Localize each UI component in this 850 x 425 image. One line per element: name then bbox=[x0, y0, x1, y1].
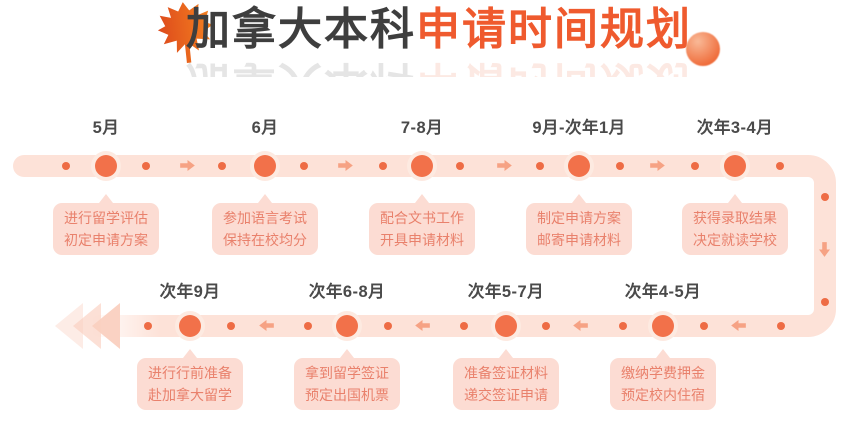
task-line: 配合文书工作 bbox=[380, 210, 464, 226]
task-bubble: 进行行前准备 赴加拿大留学 bbox=[137, 358, 243, 410]
flow-arrow-left-icon bbox=[415, 320, 430, 331]
period-label: 次年5-7月 bbox=[467, 283, 545, 301]
timeline-dot bbox=[379, 162, 387, 170]
task-bubble: 进行留学评估 初定申请方案 bbox=[53, 203, 159, 255]
timeline-dot bbox=[456, 162, 464, 170]
task-line: 初定申请方案 bbox=[64, 232, 148, 248]
flow-arrow-left-icon bbox=[573, 320, 588, 331]
timeline-dot bbox=[144, 322, 152, 330]
timeline-node bbox=[652, 315, 674, 337]
timeline-dot bbox=[460, 322, 468, 330]
task-line: 邮寄申请材料 bbox=[537, 232, 621, 248]
task-line: 参加语言考试 bbox=[223, 210, 307, 226]
bubble-pointer bbox=[340, 349, 354, 358]
task-line: 保持在校均分 bbox=[223, 232, 307, 248]
title-orange-part: 申请时间规划 bbox=[416, 5, 692, 54]
timeline-dot bbox=[142, 162, 150, 170]
flow-arrow-right-icon bbox=[650, 160, 665, 171]
period-label: 7-8月 bbox=[400, 119, 444, 137]
period-label: 次年9月 bbox=[159, 283, 221, 301]
bubble-pointer bbox=[258, 194, 272, 203]
task-bubble: 缴纳学费押金 预定校内住宿 bbox=[610, 358, 716, 410]
page-title: 加拿大本科申请时间规划 bbox=[186, 5, 692, 54]
timeline-dot bbox=[536, 162, 544, 170]
task-line: 制定申请方案 bbox=[537, 210, 621, 226]
task-line: 获得录取结果 bbox=[693, 210, 777, 226]
bubble-pointer bbox=[656, 349, 670, 358]
timeline-dot bbox=[821, 298, 829, 306]
timeline-dot bbox=[619, 322, 627, 330]
bubble-pointer bbox=[99, 194, 113, 203]
chevron-left-icon bbox=[92, 303, 120, 349]
task-bubble: 拿到留学签证 预定出国机票 bbox=[294, 358, 400, 410]
task-bubble: 准备签证材料 递交签证申请 bbox=[453, 358, 559, 410]
task-line: 赴加拿大留学 bbox=[148, 387, 232, 403]
timeline-node bbox=[254, 155, 276, 177]
maple-leaf-icon bbox=[157, 2, 213, 63]
flow-arrow-right-icon bbox=[338, 160, 353, 171]
timeline-node bbox=[724, 155, 746, 177]
bubble-pointer bbox=[415, 194, 429, 203]
task-line: 开具申请材料 bbox=[380, 232, 464, 248]
timeline-node bbox=[495, 315, 517, 337]
timeline-dot bbox=[227, 322, 235, 330]
timeline-node bbox=[336, 315, 358, 337]
period-label: 次年4-5月 bbox=[624, 283, 702, 301]
flow-arrow-right-icon bbox=[497, 160, 512, 171]
timeline-dot bbox=[777, 322, 785, 330]
timeline-dot bbox=[776, 162, 784, 170]
task-line: 预定校内住宿 bbox=[621, 387, 705, 403]
flow-arrow-down-icon bbox=[819, 242, 830, 257]
bubble-pointer bbox=[572, 194, 586, 203]
timeline-dot bbox=[821, 193, 829, 201]
task-bubble: 配合文书工作 开具申请材料 bbox=[369, 203, 475, 255]
timeline-dot bbox=[691, 162, 699, 170]
timeline-dot bbox=[616, 162, 624, 170]
bubble-pointer bbox=[728, 194, 742, 203]
task-line: 缴纳学费押金 bbox=[621, 365, 705, 381]
timeline-dot bbox=[384, 322, 392, 330]
timeline-dot bbox=[218, 162, 226, 170]
bubble-pointer bbox=[183, 349, 197, 358]
task-line: 决定就读学校 bbox=[693, 232, 777, 248]
task-line: 进行留学评估 bbox=[64, 210, 148, 226]
timeline-node bbox=[95, 155, 117, 177]
period-label: 次年6-8月 bbox=[308, 283, 386, 301]
task-line: 进行行前准备 bbox=[148, 365, 232, 381]
timeline-node bbox=[179, 315, 201, 337]
task-line: 递交签证申请 bbox=[464, 387, 548, 403]
period-label: 次年3-4月 bbox=[696, 119, 774, 137]
task-bubble: 制定申请方案 邮寄申请材料 bbox=[526, 203, 632, 255]
flow-arrow-left-icon bbox=[259, 320, 274, 331]
gradient-ball-decoration bbox=[686, 32, 720, 66]
period-label: 5月 bbox=[92, 119, 120, 137]
task-bubble: 获得录取结果 决定就读学校 bbox=[682, 203, 788, 255]
flow-arrow-right-icon bbox=[180, 160, 195, 171]
period-label: 6月 bbox=[251, 119, 279, 137]
bubble-pointer bbox=[499, 349, 513, 358]
task-line: 准备签证材料 bbox=[464, 365, 548, 381]
timeline-dot bbox=[300, 162, 308, 170]
timeline-dot bbox=[304, 322, 312, 330]
timeline-dot bbox=[700, 322, 708, 330]
timeline-dot bbox=[62, 162, 70, 170]
timeline-dot bbox=[542, 322, 550, 330]
period-label: 9月-次年1月 bbox=[532, 119, 626, 137]
flow-arrow-left-icon bbox=[731, 320, 746, 331]
title-dark-part: 加拿大本科 bbox=[186, 5, 416, 54]
timeline-node bbox=[411, 155, 433, 177]
timeline-node bbox=[568, 155, 590, 177]
task-line: 预定出国机票 bbox=[305, 387, 389, 403]
task-bubble: 参加语言考试 保持在校均分 bbox=[212, 203, 318, 255]
task-line: 拿到留学签证 bbox=[305, 365, 389, 381]
